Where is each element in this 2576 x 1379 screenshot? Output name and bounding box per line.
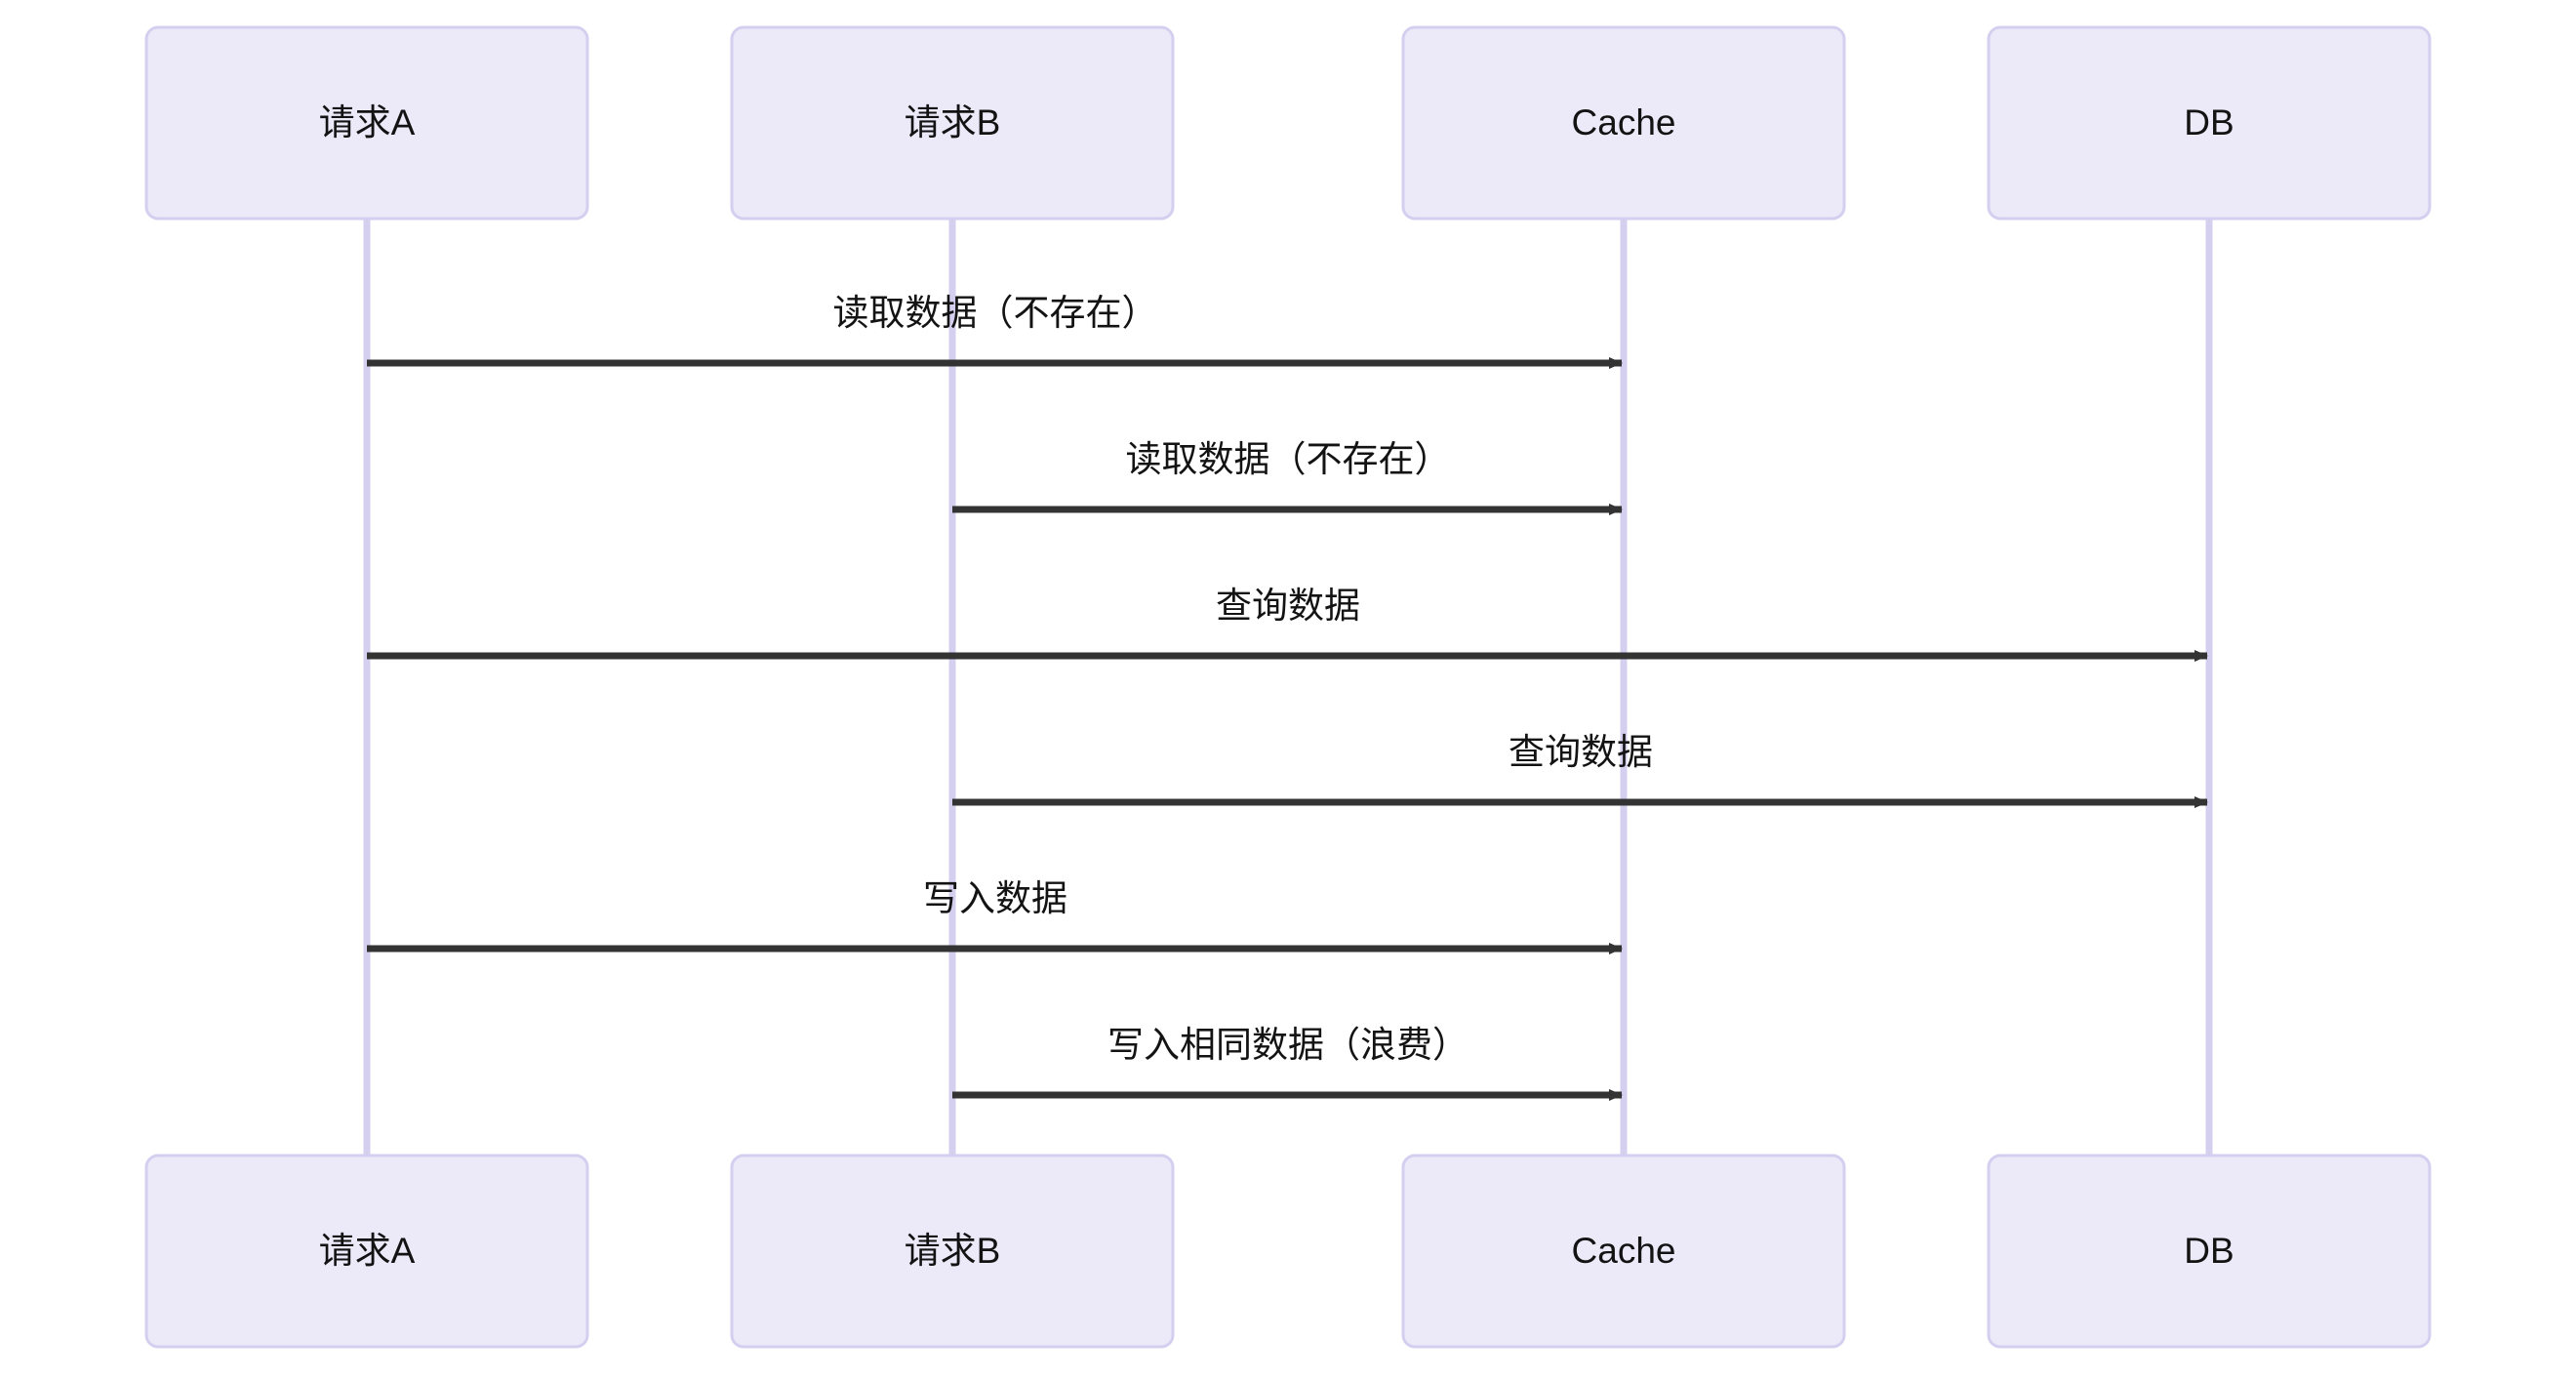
actor-box-bottom-b[interactable]: 请求B [730,1154,1175,1349]
message-6[interactable]: 写入相同数据（浪费） [952,1025,1623,1101]
actor-box-top-cache[interactable]: Cache [1401,25,1846,221]
message-label-1: 读取数据（不存在） [833,293,1158,333]
actor-label-db: DB [2184,102,2234,142]
actor-label-a: 请求A [319,102,416,142]
actor-label-a: 请求A [319,1231,416,1271]
message-1[interactable]: 读取数据（不存在） [367,293,1623,369]
lifelines-group [363,219,2213,1156]
actor-boxes-bottom-group: 请求A 请求B Cache DB [144,1154,2432,1349]
message-label-3: 查询数据 [1216,586,1360,626]
actor-boxes-top-group: 请求A 请求B Cache DB [144,25,2432,221]
actor-label-b: 请求B [905,1231,1001,1271]
actor-box-rect-db [1987,25,2432,221]
actor-box-top-b[interactable]: 请求B [730,25,1175,221]
actor-label-cache: Cache [1572,102,1676,142]
actor-box-top-a[interactable]: 请求A [144,25,589,221]
actor-box-bottom-db[interactable]: DB [1987,1154,2432,1349]
actor-box-bottom-a[interactable]: 请求A [144,1154,589,1349]
actor-box-rect-a [144,25,589,221]
message-label-5: 写入数据 [923,878,1067,918]
actor-box-rect-db [1987,1154,2432,1349]
message-label-6: 写入相同数据（浪费） [1107,1025,1469,1065]
actor-box-rect-b [730,1154,1175,1349]
actor-box-rect-b [730,25,1175,221]
actor-box-rect-cache [1401,25,1846,221]
actor-label-b: 请求B [905,102,1001,142]
actor-box-bottom-cache[interactable]: Cache [1401,1154,1846,1349]
message-label-2: 读取数据（不存在） [1126,439,1451,479]
actor-label-db: DB [2184,1231,2234,1271]
message-label-4: 查询数据 [1509,732,1653,772]
message-2[interactable]: 读取数据（不存在） [952,439,1623,515]
actor-label-cache: Cache [1572,1231,1676,1271]
message-3[interactable]: 查询数据 [367,586,2208,662]
message-4[interactable]: 查询数据 [952,732,2208,808]
message-5[interactable]: 写入数据 [367,878,1623,954]
actor-box-rect-cache [1401,1154,1846,1349]
actor-box-rect-a [144,1154,589,1349]
actor-box-top-db[interactable]: DB [1987,25,2432,221]
